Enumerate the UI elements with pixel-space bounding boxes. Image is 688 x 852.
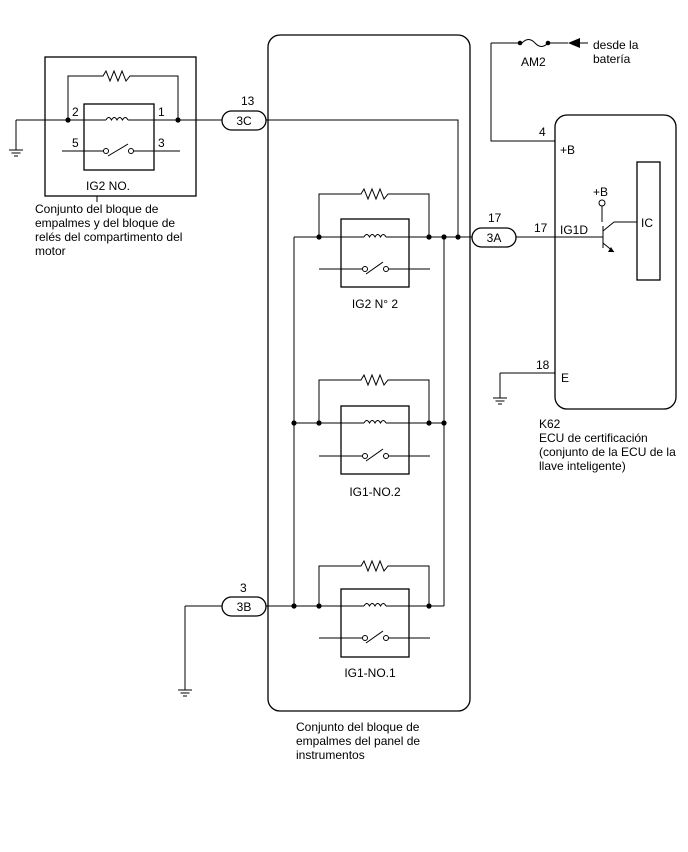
panel-block-desc-2: empalmes del panel de bbox=[296, 734, 420, 748]
switch-blade bbox=[365, 261, 384, 275]
switch-contact bbox=[383, 453, 389, 459]
junction-dot bbox=[316, 603, 322, 609]
switch-contact bbox=[103, 148, 109, 154]
pin-1-label: 1 bbox=[158, 105, 165, 119]
arrow-left-icon bbox=[568, 38, 580, 48]
switch-contact bbox=[128, 148, 134, 154]
relay-ig2-no2-label: IG2 N° 2 bbox=[352, 297, 398, 311]
ground-wire-ecu bbox=[499, 372, 555, 398]
ecu-label-b: +B bbox=[560, 143, 575, 157]
connector-3a-name: 3A bbox=[487, 231, 502, 245]
ecu-label-e: E bbox=[561, 371, 569, 385]
switch-blade bbox=[365, 630, 384, 644]
connector-3c-pin: 13 bbox=[241, 94, 255, 108]
connector-3c-name: 3C bbox=[236, 114, 252, 128]
transistor-legs bbox=[602, 221, 615, 253]
battery-source-2: batería bbox=[593, 52, 631, 66]
relay-ig1-no2-label: IG1-NO.2 bbox=[349, 485, 401, 499]
switch-blade bbox=[107, 143, 129, 157]
ground-wire-left bbox=[15, 119, 68, 150]
switch-contact bbox=[383, 266, 389, 272]
pin-2-label: 2 bbox=[72, 105, 79, 119]
ecu-pin-b: 4 bbox=[539, 125, 546, 139]
pin-5-label: 5 bbox=[72, 136, 79, 150]
relay-ig1-no1: IG1-NO.1 bbox=[291, 559, 444, 680]
ground-icon bbox=[493, 397, 507, 405]
resistor-symbol bbox=[318, 187, 430, 237]
wire-3c-internal bbox=[266, 119, 459, 237]
engine-relay-block bbox=[44, 56, 197, 197]
ic-block bbox=[636, 161, 661, 281]
ecu-k62-box bbox=[554, 114, 677, 410]
switch-contact bbox=[362, 266, 368, 272]
transistor-icon: +B bbox=[593, 185, 637, 253]
junction-dot bbox=[291, 420, 297, 426]
ground-icon bbox=[9, 149, 23, 157]
fuse-icon bbox=[521, 39, 549, 47]
junction-dot bbox=[316, 234, 322, 240]
ig2-no-relay: 2 1 5 3 IG2 NO. bbox=[62, 69, 181, 193]
switch-contact bbox=[362, 453, 368, 459]
junction-dot bbox=[316, 420, 322, 426]
relay-body bbox=[340, 405, 410, 475]
engine-block-desc-2: empalmes y del bloque de bbox=[35, 216, 175, 230]
relay-body bbox=[340, 218, 410, 288]
connector-3b-pin: 3 bbox=[240, 581, 247, 595]
junction-dot bbox=[291, 603, 297, 609]
panel-block-desc-3: instrumentos bbox=[296, 748, 365, 762]
transistor-arrow bbox=[608, 247, 614, 252]
resistor-symbol bbox=[67, 69, 179, 120]
connector-3c: 3C 13 bbox=[221, 94, 267, 131]
coil-symbol bbox=[363, 234, 387, 239]
junction-dot bbox=[426, 420, 432, 426]
ecu-label-ig1d: IG1D bbox=[560, 223, 588, 237]
panel-block-desc-1: Conjunto del bloque de bbox=[296, 720, 420, 734]
ground-wire-3b bbox=[184, 605, 222, 690]
junction-dot bbox=[426, 234, 432, 240]
ecu-desc-3: llave inteligente) bbox=[539, 459, 626, 473]
connector-3b: 3B 3 bbox=[221, 581, 267, 617]
ecu-desc-2: (conjunto de la ECU de la bbox=[539, 445, 676, 459]
ground-icon bbox=[178, 689, 192, 697]
coil-symbol bbox=[363, 420, 387, 425]
junction-dot bbox=[455, 234, 461, 240]
coil-symbol bbox=[105, 117, 129, 122]
ecu-pin-ig1d: 17 bbox=[534, 221, 548, 235]
wire-battery-to-ecu bbox=[490, 43, 555, 142]
engine-block-desc-3: relés del compartimento del bbox=[35, 230, 182, 244]
battery-source-1: desde la bbox=[593, 38, 639, 52]
connector-3b-name: 3B bbox=[237, 600, 252, 614]
ic-label: IC bbox=[641, 216, 653, 230]
fuse-terminal bbox=[517, 40, 523, 46]
switch-contact bbox=[383, 635, 389, 641]
pin-3-label: 3 bbox=[158, 136, 165, 150]
junction-dot bbox=[426, 603, 432, 609]
coil-symbol bbox=[363, 603, 387, 608]
relay-body bbox=[340, 588, 410, 658]
switch-blade bbox=[365, 448, 384, 462]
switch-contact bbox=[362, 635, 368, 641]
ecu-desc-1: ECU de certificación bbox=[539, 431, 648, 445]
junction-dot bbox=[441, 420, 447, 426]
engine-block-desc-1: Conjunto del bloque de bbox=[35, 202, 159, 216]
ig2-relay-body bbox=[83, 103, 155, 171]
fuse-label: AM2 bbox=[521, 55, 546, 69]
ecu-pin-e: 18 bbox=[536, 358, 550, 372]
relay-ig2-no2: IG2 N° 2 bbox=[294, 187, 444, 311]
relay-ig1-no2: IG1-NO.2 bbox=[291, 373, 447, 499]
ig2-no-label: IG2 NO. bbox=[86, 179, 130, 193]
ecu-inner-b: +B bbox=[593, 185, 608, 199]
supply-terminal bbox=[598, 199, 606, 207]
ecu-code: K62 bbox=[539, 417, 561, 431]
engine-block-desc-4: motor bbox=[35, 244, 66, 258]
relay-ig1-no1-label: IG1-NO.1 bbox=[344, 666, 396, 680]
resistor-symbol bbox=[318, 373, 430, 423]
connector-3a-pin: 17 bbox=[488, 211, 502, 225]
connector-3a: 3A 17 bbox=[471, 211, 517, 248]
instrument-panel-block bbox=[267, 34, 471, 712]
junction-dot bbox=[441, 234, 447, 240]
resistor-symbol bbox=[318, 559, 430, 606]
